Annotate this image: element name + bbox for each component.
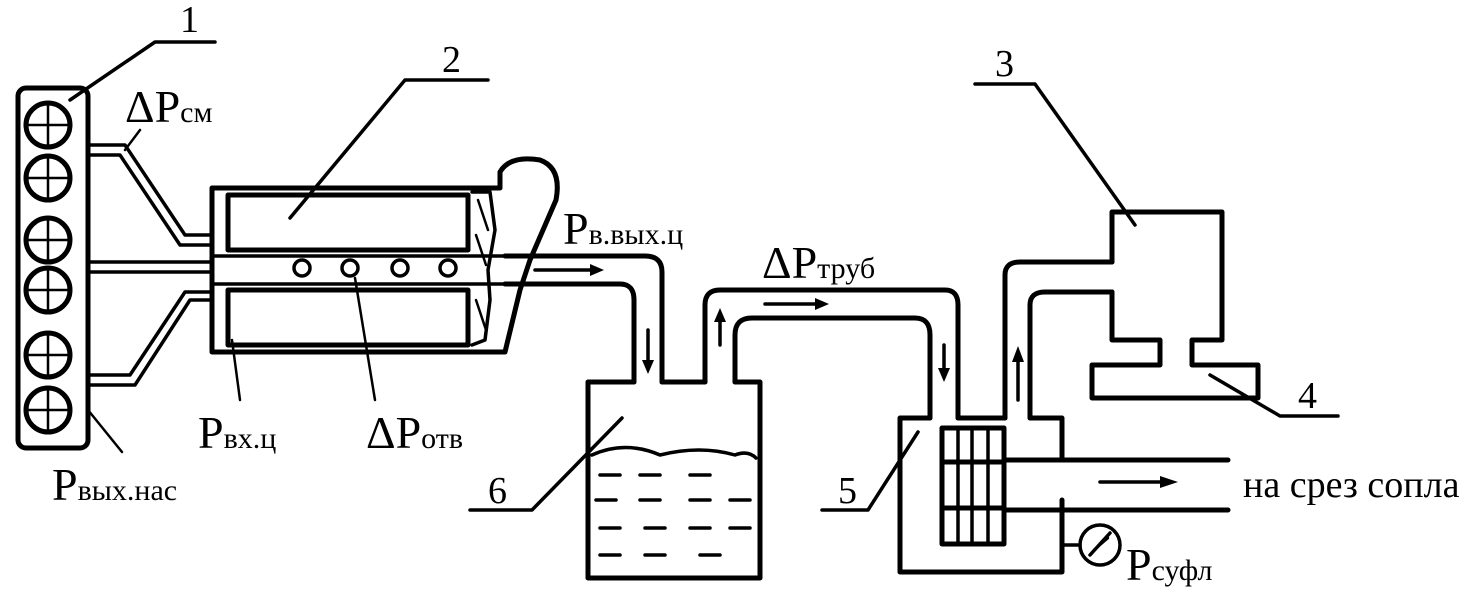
pump-circles (23, 100, 73, 435)
label-dp-sm: ΔPсм (125, 81, 212, 132)
shaft-holes (292, 258, 458, 278)
label-p-sufl: Pсуфл (1126, 539, 1212, 590)
transfer-pipe (702, 287, 961, 421)
label-nozzle: на срез сопла (1243, 464, 1460, 506)
pump-block (15, 85, 91, 451)
callout-2: 2 (442, 39, 461, 81)
breather (897, 415, 1231, 575)
label-p-vyh-nas: Pвых.нас (52, 459, 177, 510)
cylinder (209, 156, 560, 355)
pump-pipes (88, 143, 214, 387)
label-dp-otv: ΔPотв (366, 407, 463, 458)
callout-6: 6 (488, 470, 507, 512)
callout-1: 1 (180, 0, 199, 41)
callout-5: 5 (838, 470, 857, 512)
vent-pipe (1002, 259, 1115, 421)
separator (1089, 209, 1261, 401)
outlet-pipe (502, 253, 665, 385)
leader-lines (68, 40, 1340, 512)
callout-3: 3 (995, 43, 1014, 85)
label-p-v-vyh-c: Pв.вых.ц (563, 203, 683, 254)
tank (585, 379, 763, 581)
liquid-dashes (594, 473, 752, 557)
label-dp-trub: ΔPтруб (762, 237, 875, 288)
label-p-vh-c: Pвх.ц (198, 407, 276, 458)
callout-4: 4 (1298, 375, 1317, 417)
